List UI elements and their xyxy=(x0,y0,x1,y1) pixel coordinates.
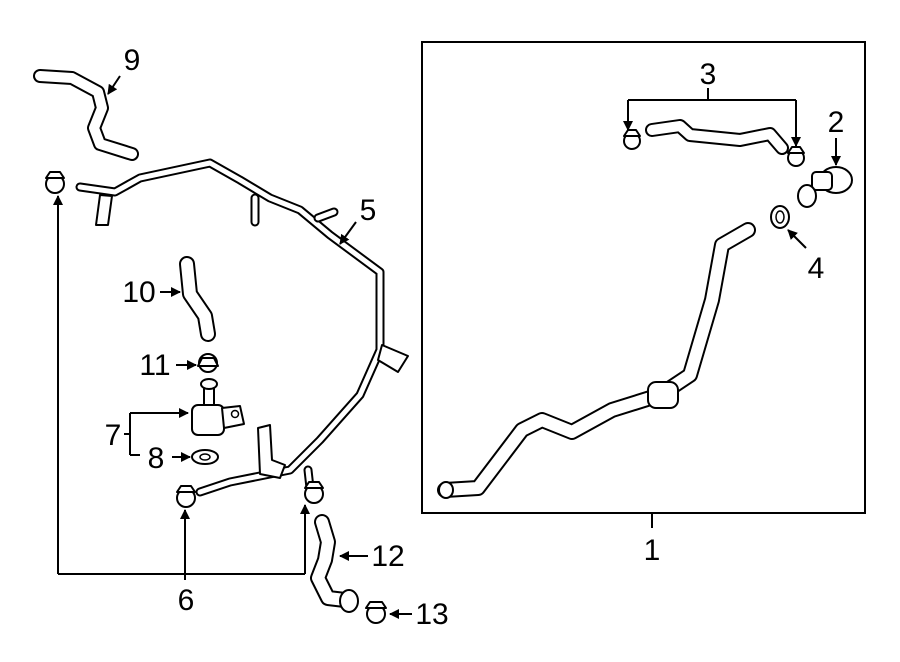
part-8-washer xyxy=(191,449,219,465)
part-6-clamp-bottom xyxy=(176,485,196,508)
callout-8: 8 xyxy=(148,442,165,475)
callout-13: 13 xyxy=(415,598,448,631)
part-1-coolant-tube xyxy=(437,222,756,499)
callout-2: 2 xyxy=(828,106,845,139)
callout-9: 9 xyxy=(124,44,141,77)
callout-5: 5 xyxy=(360,194,377,227)
clamp-icon xyxy=(623,129,641,150)
clamp-icon xyxy=(787,146,805,167)
part-6-clamp-right xyxy=(304,481,324,504)
inset-box xyxy=(421,41,866,514)
part-13-clamp xyxy=(365,601,387,624)
callout-11: 11 xyxy=(139,349,170,382)
callout-1: 1 xyxy=(644,534,661,567)
callout-12: 12 xyxy=(371,540,404,573)
callout-10: 10 xyxy=(122,276,155,309)
part-12-hose xyxy=(310,514,359,613)
callout-labels: 1 2 3 4 5 6 7 8 9 10 11 12 13 xyxy=(105,44,845,631)
part-4-clamp-ring xyxy=(770,205,790,229)
part-9-hose xyxy=(33,69,139,161)
leader-lines xyxy=(53,75,841,619)
callout-6: 6 xyxy=(178,584,195,617)
callout-7: 7 xyxy=(105,419,122,452)
part-5-pipe-assembly xyxy=(75,158,409,497)
callout-3: 3 xyxy=(700,58,717,91)
part-7-valve xyxy=(191,378,245,436)
part-3-hose xyxy=(623,119,805,167)
callout-4: 4 xyxy=(808,252,825,285)
part-2-connector xyxy=(797,166,853,208)
part-11-clamp xyxy=(197,353,219,373)
part-6-clamp-left xyxy=(45,171,65,194)
part-10-hose xyxy=(179,256,216,342)
